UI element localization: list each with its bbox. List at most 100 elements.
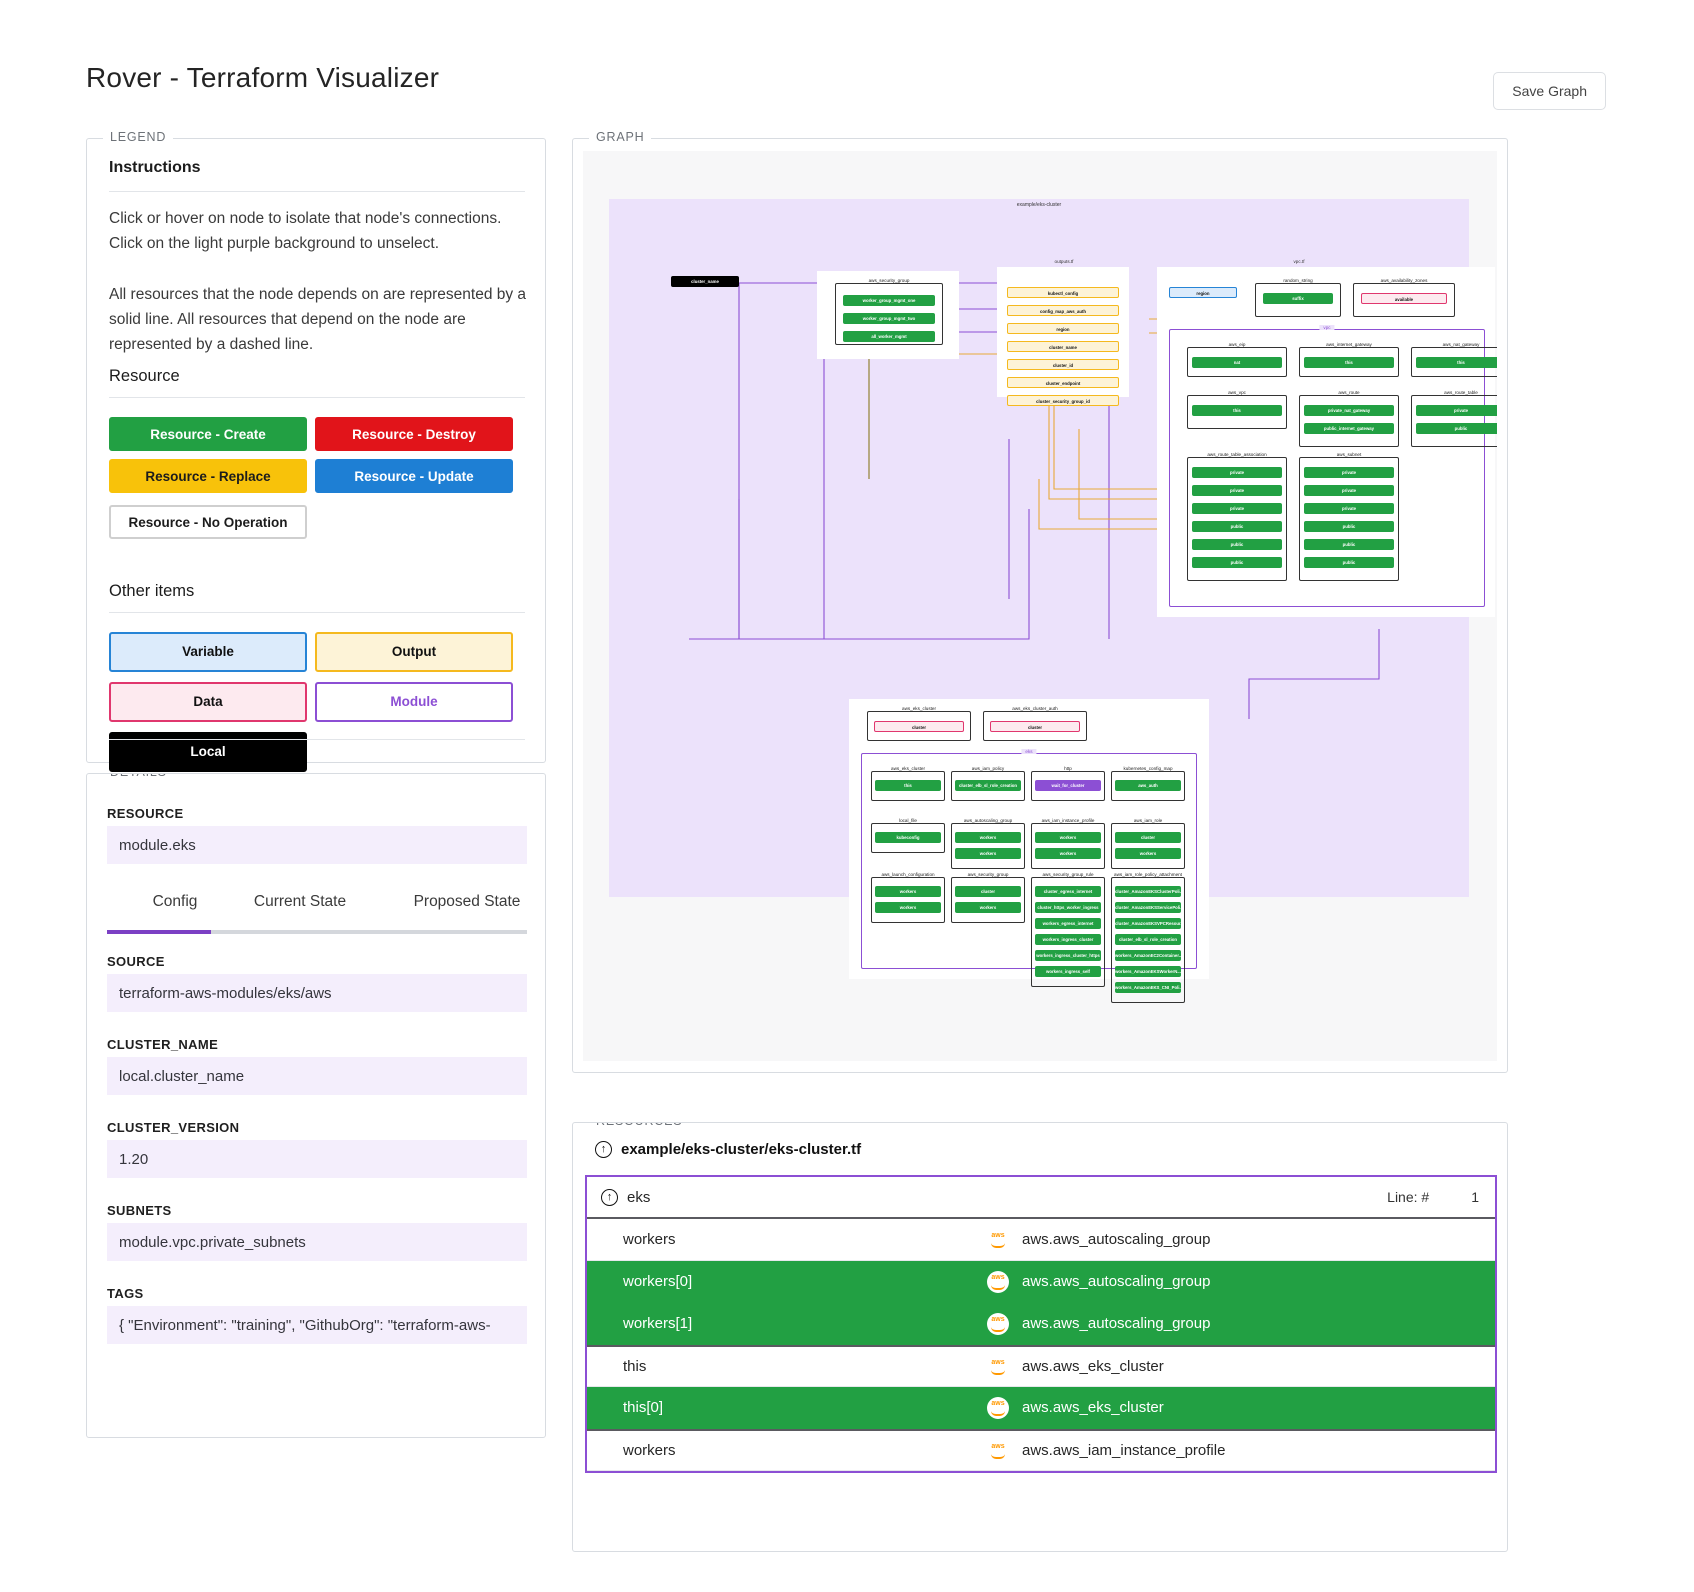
legend-chip-data[interactable]: Data — [109, 682, 307, 722]
graph-node[interactable]: workers — [955, 832, 1021, 843]
graph-canvas[interactable]: example/eks-cluster security-group.tfout… — [583, 151, 1497, 1061]
graph-node[interactable]: this — [1304, 357, 1394, 368]
legend-chip-resource-update[interactable]: Resource - Update — [315, 459, 513, 493]
graph-node[interactable]: public — [1192, 539, 1282, 550]
legend-chip-resource-no-operation[interactable]: Resource - No Operation — [109, 505, 307, 539]
graph-node[interactable]: workers — [1115, 848, 1181, 859]
graph-node[interactable]: kubeconfig — [875, 832, 941, 843]
graph-node[interactable]: cluster — [874, 721, 964, 732]
graph-node[interactable]: cluster_endpoint — [1007, 377, 1119, 388]
graph-node[interactable]: private — [1304, 503, 1394, 514]
graph-node[interactable]: this — [875, 780, 941, 791]
graph-node[interactable]: workers_egress_internet — [1035, 918, 1101, 929]
graph-node[interactable]: cluster — [955, 886, 1021, 897]
legend-chip-module[interactable]: Module — [315, 682, 513, 722]
graph-node[interactable]: workers — [955, 902, 1021, 913]
graph-node[interactable]: cluster_AmazonEKSVPCResour... — [1115, 918, 1181, 929]
graph-node[interactable]: private_nat_gateway — [1304, 405, 1394, 416]
graph-node[interactable]: workers_ingress_cluster_https — [1035, 950, 1101, 961]
legend-chip-resource-destroy[interactable]: Resource - Destroy — [315, 417, 513, 451]
graph-module-cluster[interactable]: vpc — [1169, 325, 1485, 607]
graph-node[interactable]: region — [1007, 323, 1119, 334]
graph-node[interactable]: cluster_AmazonEKSClusterPoli... — [1115, 886, 1181, 897]
graph-node[interactable]: private — [1304, 485, 1394, 496]
graph-node[interactable]: nat — [1192, 357, 1282, 368]
graph-node[interactable]: workers — [1035, 848, 1101, 859]
graph-node[interactable]: aws_auth — [1115, 780, 1181, 791]
graph-node[interactable]: private — [1304, 467, 1394, 478]
graph-node[interactable]: cluster_AmazonEKSServicePoli... — [1115, 902, 1181, 913]
graph-node[interactable]: cluster_egress_internet — [1035, 886, 1101, 897]
graph-node[interactable]: workers_ingress_cluster — [1035, 934, 1101, 945]
details-panel-label: DETAILS — [103, 774, 174, 779]
graph-node[interactable]: worker_group_mgmt_two — [843, 313, 935, 324]
graph-node[interactable]: cluster_id — [1007, 359, 1119, 370]
graph-node[interactable]: config_map_aws_auth — [1007, 305, 1119, 316]
graph-node[interactable]: cluster — [990, 721, 1080, 732]
graph-node[interactable]: private — [1192, 503, 1282, 514]
circle-arrow-up-icon[interactable]: ↑ — [601, 1188, 618, 1206]
graph-node[interactable]: workers — [875, 886, 941, 897]
graph-node[interactable]: this — [1416, 357, 1497, 368]
graph-node[interactable]: public — [1304, 521, 1394, 532]
resources-file-header[interactable]: ↑ example/eks-cluster/eks-cluster.tf — [595, 1141, 861, 1158]
graph-node[interactable]: public — [1304, 557, 1394, 568]
graph-node[interactable]: workers_AmazonEKS_CNI_Poli... — [1115, 982, 1181, 993]
graph-node[interactable]: workers_AmazonEC2Container... — [1115, 950, 1181, 961]
legend-chip-resource-create[interactable]: Resource - Create — [109, 417, 307, 451]
save-graph-button[interactable]: Save Graph — [1493, 72, 1606, 110]
graph-node[interactable]: workers — [875, 902, 941, 913]
graph-module-cluster[interactable]: eks — [861, 749, 1197, 969]
graph-cluster-label: aws_security_group — [963, 872, 1013, 877]
graph-cluster-label: aws_eks_cluster_auth — [1008, 706, 1062, 711]
graph-node[interactable]: worker_group_mgmt_one — [843, 295, 935, 306]
graph-cluster-label: aws_route — [1334, 390, 1364, 395]
legend-chip-local[interactable]: Local — [109, 732, 307, 772]
legend-chip-resource-replace[interactable]: Resource - Replace — [109, 459, 307, 493]
graph-node[interactable]: cluster_security_group_id — [1007, 395, 1119, 406]
graph-node[interactable]: private — [1192, 467, 1282, 478]
graph-node[interactable]: wait_for_cluster — [1035, 780, 1101, 791]
resource-row-name: workers — [623, 1442, 676, 1459]
graph-node[interactable]: cluster_elb_sl_role_creation — [955, 780, 1021, 791]
graph-node[interactable]: workers_ingress_self — [1035, 966, 1101, 977]
tab-config[interactable]: Config — [152, 893, 198, 910]
graph-node[interactable]: cluster_https_worker_ingress — [1035, 902, 1101, 913]
graph-node[interactable]: workers — [1035, 832, 1101, 843]
graph-node[interactable]: region — [1169, 287, 1237, 298]
graph-node[interactable]: cluster_name — [671, 276, 739, 287]
graph-cluster-random-string: random_string — [1255, 278, 1341, 317]
graph-node[interactable]: cluster_name — [1007, 341, 1119, 352]
graph-node[interactable]: public — [1192, 521, 1282, 532]
graph-node[interactable]: public — [1192, 557, 1282, 568]
graph-node[interactable]: suffix — [1263, 293, 1333, 304]
circle-arrow-up-icon[interactable]: ↑ — [595, 1141, 612, 1158]
graph-node[interactable]: public — [1416, 423, 1497, 434]
graph-node[interactable]: cluster_elb_sl_role_creation — [1115, 934, 1181, 945]
graph-node[interactable]: workers — [955, 848, 1021, 859]
graph-node[interactable]: workers_AmazonEKSWorkerN... — [1115, 966, 1181, 977]
legend-chip-variable[interactable]: Variable — [109, 632, 307, 672]
graph-cluster-label: aws_iam_policy — [967, 766, 1009, 771]
graph-node[interactable]: private — [1192, 485, 1282, 496]
resources-group-header[interactable]: ↑ eks Line: # 1 — [587, 1177, 1495, 1219]
tab-proposed-state[interactable]: Proposed State — [413, 893, 521, 910]
graph-node[interactable]: available — [1361, 293, 1447, 304]
graph-node[interactable]: this — [1192, 405, 1282, 416]
graph-background[interactable]: example/eks-cluster security-group.tfout… — [609, 199, 1497, 1003]
graph-node[interactable]: kubectl_config — [1007, 287, 1119, 298]
graph-node[interactable]: all_worker_mgmt — [843, 331, 935, 342]
legend-chip-output[interactable]: Output — [315, 632, 513, 672]
graph-node[interactable]: cluster — [1115, 832, 1181, 843]
graph-node[interactable]: public — [1304, 539, 1394, 550]
graph-node[interactable]: public_internet_gateway — [1304, 423, 1394, 434]
tab-current-state[interactable]: Current State — [253, 893, 347, 910]
graph-node[interactable]: private — [1416, 405, 1497, 416]
